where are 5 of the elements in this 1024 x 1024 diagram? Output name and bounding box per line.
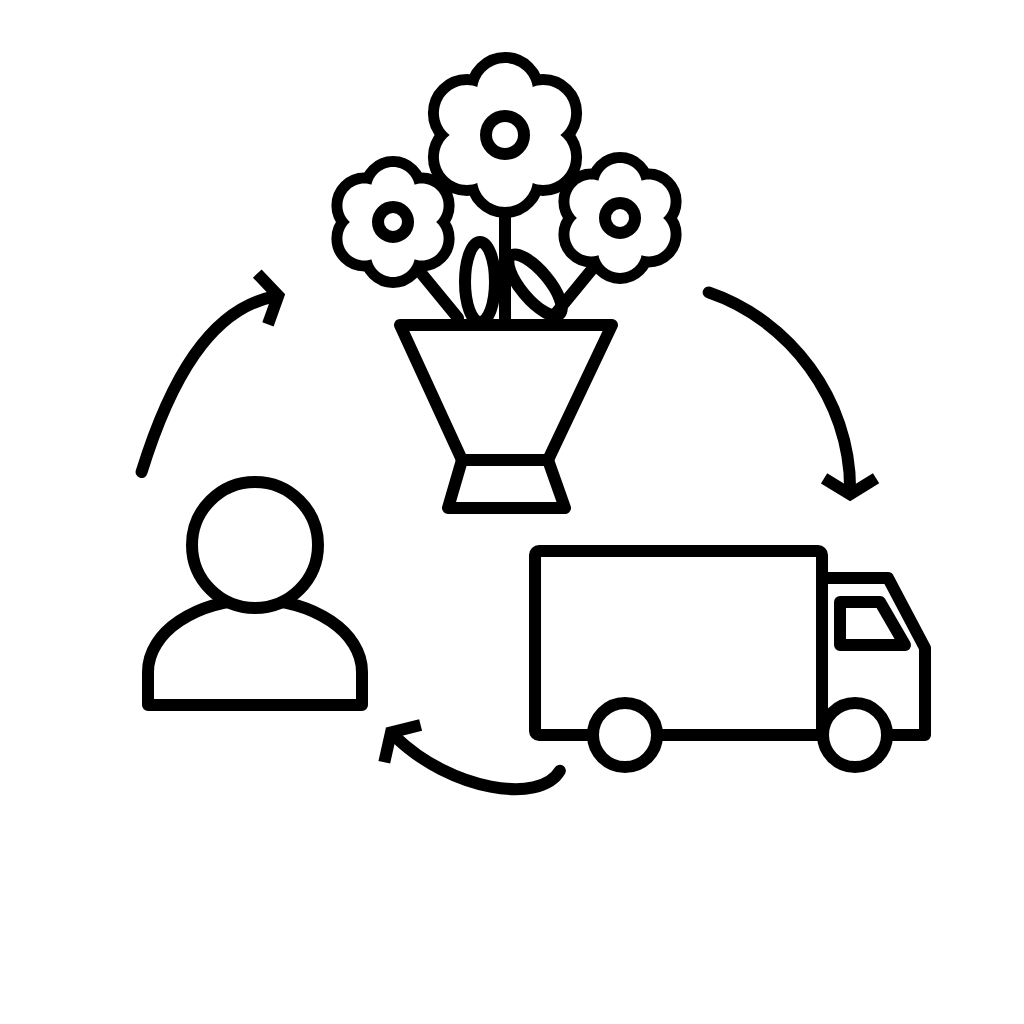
arrow — [135, 269, 286, 479]
truck-drawing — [529, 545, 931, 773]
arrow — [702, 286, 880, 502]
person-drawing — [142, 476, 368, 711]
bouquet-drawing — [331, 52, 682, 514]
